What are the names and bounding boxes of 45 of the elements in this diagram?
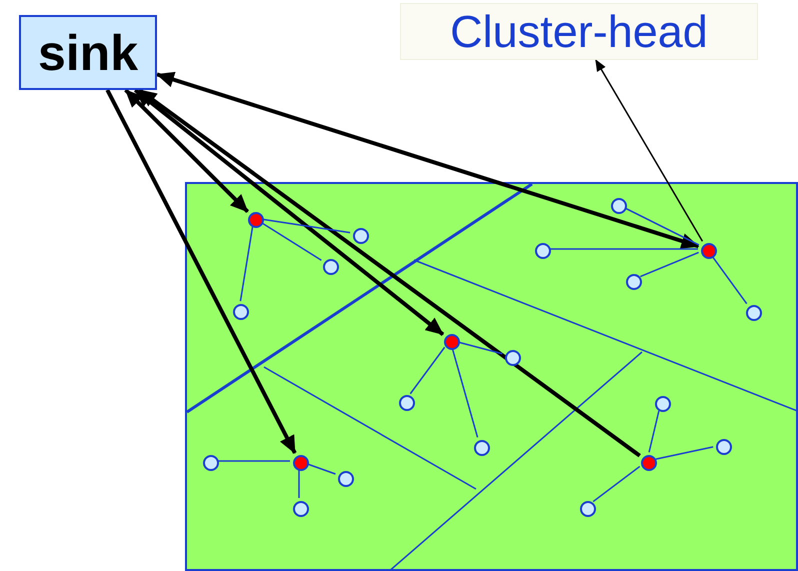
- sensor-node: [626, 274, 642, 290]
- arrow: [124, 88, 250, 214]
- link-line: [458, 342, 502, 354]
- sensor-node: [293, 501, 309, 517]
- callout-label: Cluster-head: [400, 3, 758, 60]
- cluster-head-node: [293, 455, 309, 471]
- sensor-node: [338, 471, 354, 487]
- link-line: [410, 346, 446, 394]
- sensor-node: [353, 228, 369, 244]
- link-line: [656, 446, 714, 460]
- link-line: [218, 460, 290, 462]
- link-line: [240, 226, 254, 302]
- sensor-node: [611, 198, 627, 214]
- link-line: [592, 466, 640, 502]
- link-line: [648, 410, 660, 452]
- link-line: [307, 463, 336, 475]
- sensor-node: [203, 455, 219, 471]
- sensor-node: [746, 305, 762, 321]
- arrow: [156, 72, 700, 249]
- cluster-head-node: [641, 455, 657, 471]
- sensor-node: [399, 395, 415, 411]
- sensor-node: [233, 304, 249, 320]
- sensor-node: [505, 350, 521, 366]
- sensor-node: [580, 501, 596, 517]
- arrow: [138, 88, 641, 458]
- link-line: [550, 248, 698, 250]
- sensor-node: [655, 396, 671, 412]
- link-line: [261, 222, 322, 261]
- arrow: [106, 89, 297, 454]
- link-line: [712, 256, 748, 304]
- sensor-node: [323, 259, 339, 275]
- cluster-head-node: [248, 212, 264, 228]
- link-line: [298, 470, 300, 498]
- leader-line: [595, 59, 704, 242]
- sensor-node: [716, 439, 732, 455]
- cluster-head-node: [701, 243, 717, 259]
- sensor-node: [535, 243, 551, 259]
- arrow: [134, 88, 444, 336]
- link-line: [452, 348, 478, 438]
- link-line: [262, 218, 350, 234]
- cluster-head-node: [444, 334, 460, 350]
- link-line: [624, 207, 700, 246]
- sensor-node: [474, 440, 490, 456]
- sink-box: sink: [19, 15, 157, 90]
- link-line: [640, 252, 699, 278]
